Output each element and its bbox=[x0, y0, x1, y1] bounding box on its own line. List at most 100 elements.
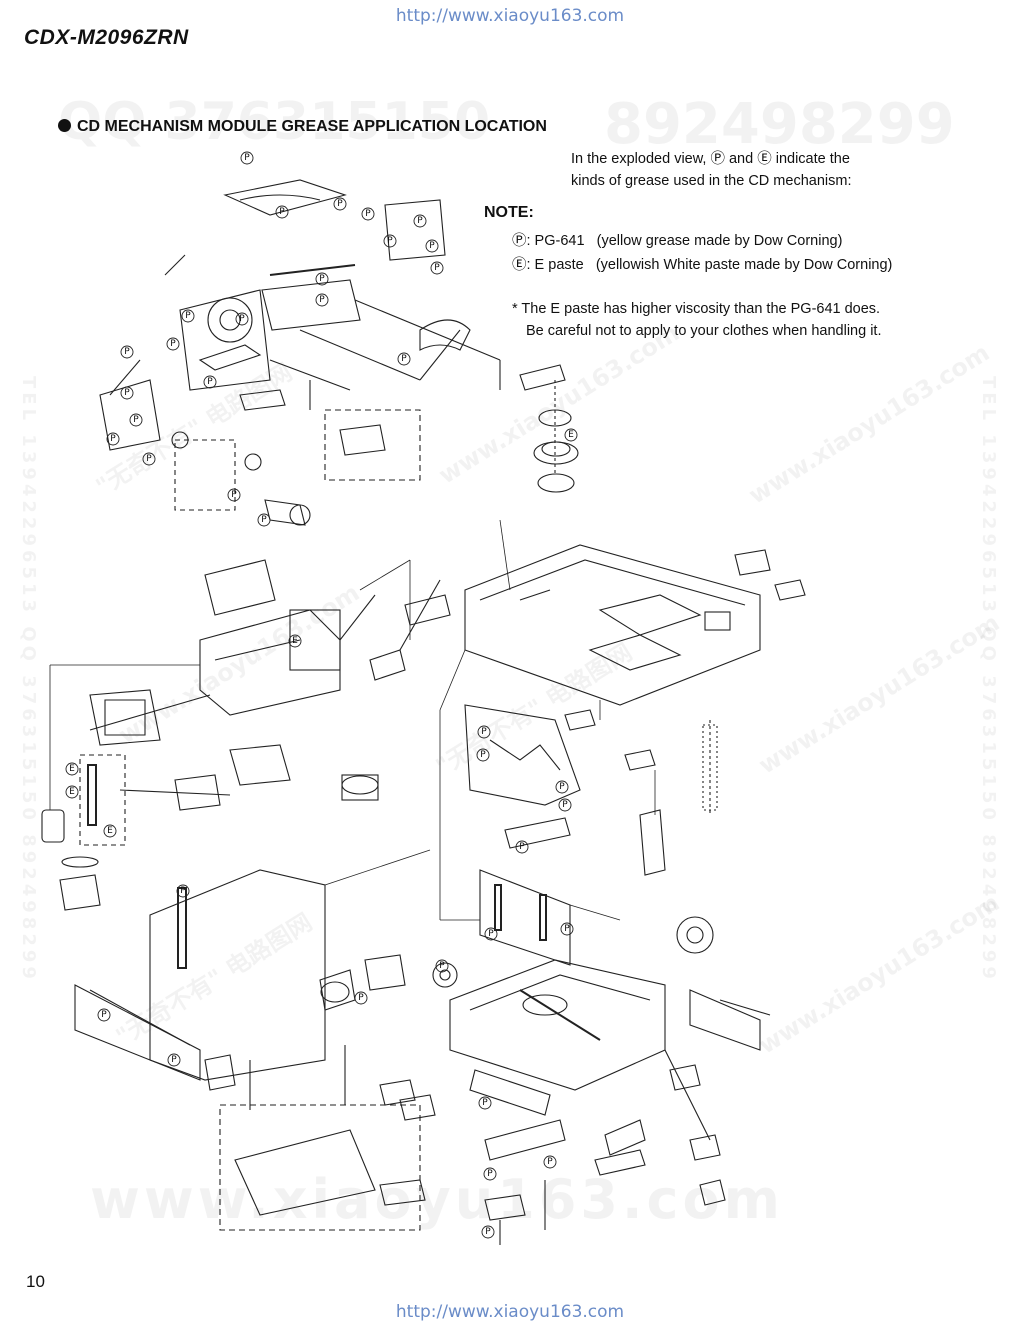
svg-text:P: P bbox=[485, 1227, 491, 1237]
svg-text:P: P bbox=[488, 929, 494, 939]
svg-text:P: P bbox=[434, 263, 440, 273]
svg-text:P: P bbox=[124, 347, 130, 357]
p-marker: P bbox=[315, 293, 329, 307]
p-marker: P bbox=[120, 386, 134, 400]
p-marker: P bbox=[129, 413, 143, 427]
svg-text:P: P bbox=[133, 415, 139, 425]
p-marker: P bbox=[543, 1155, 557, 1169]
p-marker: P bbox=[361, 207, 375, 221]
svg-text:E: E bbox=[107, 826, 113, 836]
leader-lines bbox=[49, 519, 656, 921]
svg-text:E: E bbox=[69, 787, 75, 797]
svg-text:P: P bbox=[387, 236, 393, 246]
svg-text:P: P bbox=[319, 274, 325, 284]
svg-text:P: P bbox=[170, 339, 176, 349]
loading-mechanism-assembly bbox=[99, 179, 579, 526]
svg-text:P: P bbox=[547, 1157, 553, 1167]
footer-url-link[interactable]: http://www.xiaoyu163.com bbox=[395, 1302, 625, 1322]
svg-text:P: P bbox=[261, 515, 267, 525]
svg-text:P: P bbox=[124, 388, 130, 398]
svg-text:P: P bbox=[110, 434, 116, 444]
e-marker: E bbox=[103, 824, 117, 838]
svg-text:P: P bbox=[171, 1055, 177, 1065]
model-title: CDX-M2096ZRN bbox=[24, 26, 189, 49]
p-marker: P bbox=[484, 927, 498, 941]
p-marker: P bbox=[166, 337, 180, 351]
page-number: 10 bbox=[26, 1272, 45, 1291]
note-e-paste: Ⓔ: E paste (yellowish White paste made b… bbox=[512, 257, 893, 273]
svg-text:P: P bbox=[337, 199, 343, 209]
svg-text:P: P bbox=[481, 727, 487, 737]
p-marker: P bbox=[120, 345, 134, 359]
p-marker: P bbox=[435, 959, 449, 973]
svg-text:P: P bbox=[487, 1169, 493, 1179]
svg-text:P: P bbox=[231, 490, 237, 500]
p-marker: P bbox=[481, 1225, 495, 1239]
p-marker: P bbox=[240, 151, 254, 165]
p-marker: P bbox=[558, 798, 572, 812]
e-marker: E bbox=[564, 428, 578, 442]
p-marker: P bbox=[560, 922, 574, 936]
caution-note: * The E paste has higher viscosity than … bbox=[512, 298, 942, 342]
p-marker: P bbox=[515, 840, 529, 854]
note-heading: NOTE: bbox=[484, 204, 534, 221]
svg-text:P: P bbox=[429, 241, 435, 251]
svg-text:P: P bbox=[559, 782, 565, 792]
svg-text:E: E bbox=[292, 636, 298, 646]
e-marker: E bbox=[65, 762, 79, 776]
svg-text:P: P bbox=[146, 454, 152, 464]
caution-line: * The E paste has higher viscosity than … bbox=[512, 301, 881, 317]
p-marker: P bbox=[478, 1096, 492, 1110]
section-title: CD MECHANISM MODULE GREASE APPLICATION L… bbox=[58, 118, 547, 136]
main-frame-assembly bbox=[74, 869, 458, 1231]
intro-line: kinds of grease used in the CD mechanism… bbox=[571, 173, 852, 189]
caution-line: Be careful not to apply to your clothes … bbox=[526, 323, 882, 339]
p-marker: P bbox=[181, 309, 195, 323]
pickup-carriage-assembly bbox=[41, 559, 451, 911]
svg-text:E: E bbox=[568, 430, 574, 440]
p-marker: P bbox=[176, 884, 190, 898]
svg-text:P: P bbox=[439, 961, 445, 971]
svg-text:P: P bbox=[519, 842, 525, 852]
lower-chassis-assembly bbox=[449, 959, 771, 1245]
chassis-plate-assembly bbox=[464, 544, 806, 815]
svg-text:P: P bbox=[562, 800, 568, 810]
svg-text:P: P bbox=[401, 354, 407, 364]
p-marker: P bbox=[555, 780, 569, 794]
gear-plate-assembly bbox=[464, 704, 714, 966]
e-marker: E bbox=[65, 785, 79, 799]
p-marker: P bbox=[142, 452, 156, 466]
p-marker: P bbox=[425, 239, 439, 253]
p-marker: P bbox=[203, 375, 217, 389]
svg-text:P: P bbox=[244, 153, 250, 163]
section-title-text: CD MECHANISM MODULE GREASE APPLICATION L… bbox=[77, 118, 547, 135]
svg-text:P: P bbox=[482, 1098, 488, 1108]
p-marker: P bbox=[257, 513, 271, 527]
p-marker: P bbox=[315, 272, 329, 286]
p-marker: P bbox=[430, 261, 444, 275]
p-marker: P bbox=[227, 488, 241, 502]
svg-text:P: P bbox=[180, 886, 186, 896]
intro-text: In the exploded view, Ⓟ and Ⓔ indicate t… bbox=[571, 148, 951, 192]
svg-text:P: P bbox=[365, 209, 371, 219]
p-marker: P bbox=[354, 991, 368, 1005]
p-marker: P bbox=[167, 1053, 181, 1067]
p-marker: P bbox=[477, 725, 491, 739]
svg-text:P: P bbox=[358, 993, 364, 1003]
svg-text:P: P bbox=[417, 216, 423, 226]
p-marker: P bbox=[333, 197, 347, 211]
e-marker: E bbox=[288, 634, 302, 648]
p-marker: P bbox=[383, 234, 397, 248]
header-url-link[interactable]: http://www.xiaoyu163.com bbox=[395, 6, 625, 26]
p-marker: P bbox=[413, 214, 427, 228]
svg-text:P: P bbox=[564, 924, 570, 934]
svg-text:E: E bbox=[69, 764, 75, 774]
intro-line: In the exploded view, Ⓟ and Ⓔ indicate t… bbox=[571, 151, 850, 167]
svg-text:P: P bbox=[239, 314, 245, 324]
p-marker: P bbox=[476, 748, 490, 762]
svg-text:P: P bbox=[207, 377, 213, 387]
p-marker: P bbox=[275, 205, 289, 219]
svg-text:P: P bbox=[480, 750, 486, 760]
note-p-grease: Ⓟ: PG-641 (yellow grease made by Dow Cor… bbox=[512, 233, 843, 249]
